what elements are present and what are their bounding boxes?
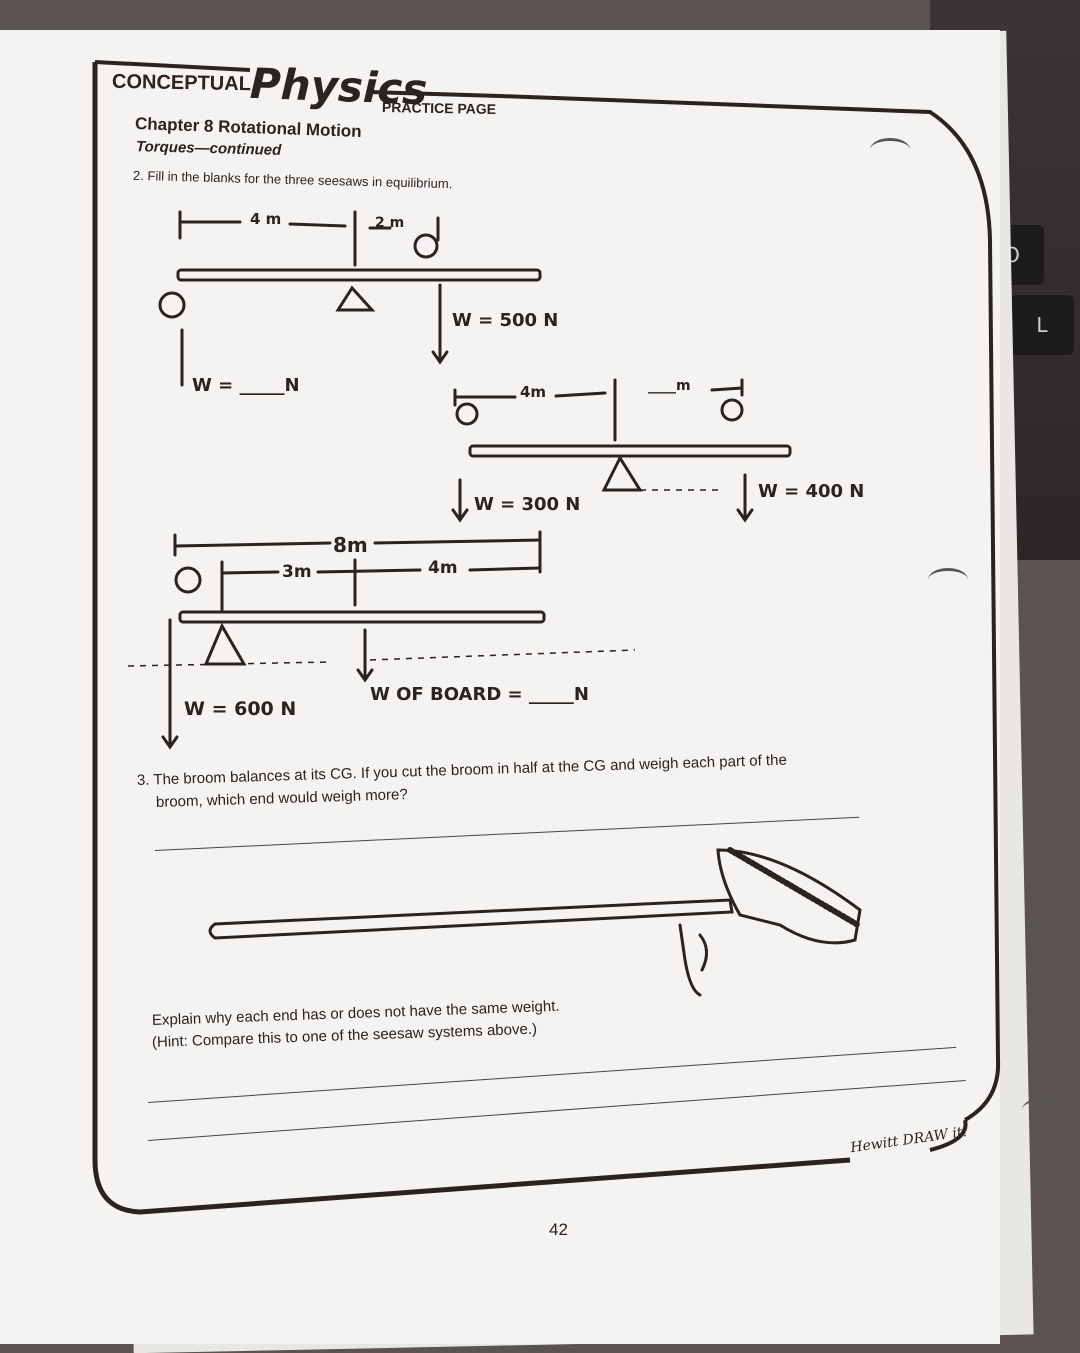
seesaw3-person-weight: W = 600 N	[184, 698, 297, 720]
seesaw3-board-weight: W OF BOARD = _____N	[370, 684, 589, 705]
key-l: L	[1010, 295, 1074, 355]
seesaw1-left-weight-unit: N	[284, 375, 300, 396]
seesaw2-right-distance-blank[interactable]: ____	[648, 378, 676, 394]
seesaw3-right-distance: 4m	[428, 558, 458, 578]
seesaw2-left-distance: 4m	[520, 383, 547, 401]
binder-hole-bottom	[1022, 1098, 1062, 1121]
seesaw2-right-distance-unit: m	[676, 378, 691, 394]
seesaw3-board-weight-prefix: W OF BOARD =	[370, 684, 529, 705]
seesaw3-left-distance: 3m	[282, 562, 312, 582]
worksheet-paper	[0, 30, 1000, 1344]
seesaw1-left-weight-prefix: W =	[192, 375, 240, 396]
binder-hole-middle	[928, 568, 968, 591]
seesaw1-right-weight: W = 500 N	[452, 310, 559, 331]
seesaw1-right-distance: 2 m	[375, 215, 405, 231]
seesaw3-total-length: 8m	[333, 533, 368, 557]
seesaw3-board-weight-blank[interactable]: _____	[528, 684, 574, 705]
seesaw1-left-weight: W = _____N	[192, 375, 300, 396]
seesaw3-board-weight-unit: N	[573, 684, 589, 705]
seesaw2-left-weight: W = 300 N	[474, 494, 581, 515]
seesaw1-left-weight-blank[interactable]: _____	[239, 375, 285, 396]
seesaw2-right-distance: ____m	[648, 378, 691, 394]
page-number: 42	[549, 1220, 568, 1239]
seesaw1-left-distance: 4 m	[250, 210, 282, 228]
seesaw2-right-weight: W = 400 N	[758, 481, 865, 502]
binder-hole-top	[870, 138, 910, 161]
